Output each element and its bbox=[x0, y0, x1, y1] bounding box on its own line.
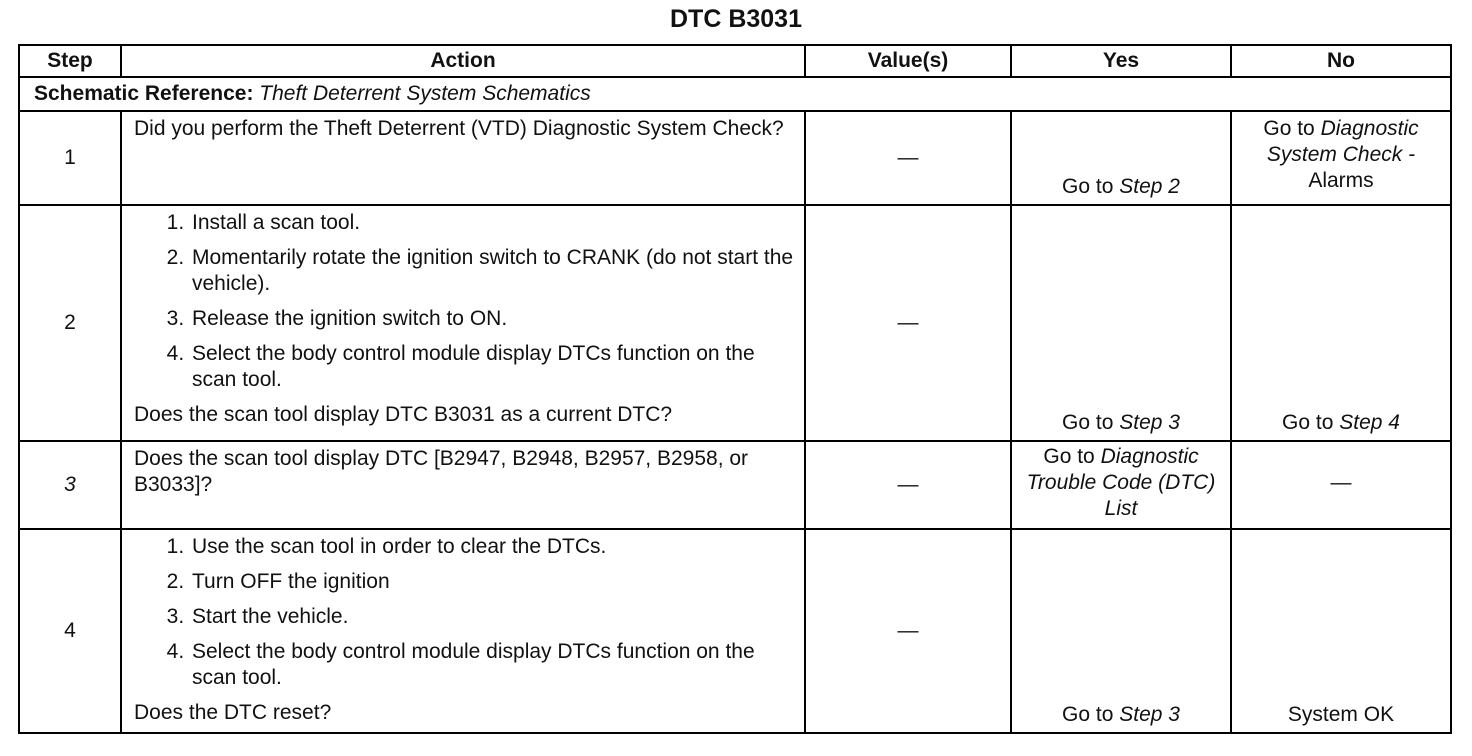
question-text: Does the scan tool display DTC [B2947, B… bbox=[134, 447, 749, 496]
action-list: Use the scan tool in order to clear the … bbox=[134, 534, 794, 691]
step-number: 4 bbox=[18, 528, 122, 734]
list-item: Start the vehicle. bbox=[190, 604, 794, 630]
header-action: Action bbox=[120, 44, 806, 78]
step-number: 1 bbox=[18, 110, 122, 206]
list-item: Turn OFF the ignition bbox=[190, 569, 794, 595]
action-cell: Does the scan tool display DTC [B2947, B… bbox=[120, 440, 806, 530]
no-cell: Go to Diagnostic System Check - Alarms bbox=[1230, 110, 1452, 206]
list-item: Select the body control module display D… bbox=[190, 341, 794, 393]
value-cell: — bbox=[804, 440, 1012, 530]
value-cell: — bbox=[804, 204, 1012, 442]
no-cell: System OK bbox=[1230, 528, 1452, 734]
step-number: 2 bbox=[18, 204, 122, 442]
no-cell: — bbox=[1230, 440, 1452, 530]
yes-link: Step 2 bbox=[1119, 175, 1180, 198]
yes-link: Diagnostic Trouble Code (DTC) List bbox=[1026, 445, 1216, 520]
dtc-table: Step Action Value(s) Yes No Schematic Re… bbox=[18, 44, 1452, 734]
schematic-reference: Schematic Reference: Theft Deterrent Sys… bbox=[18, 76, 1452, 112]
action-cell: Install a scan tool. Momentarily rotate … bbox=[120, 204, 806, 442]
yes-link: Step 3 bbox=[1119, 411, 1180, 434]
yes-link: Step 3 bbox=[1119, 703, 1180, 726]
yes-cell: Go to Step 3 bbox=[1010, 528, 1232, 734]
yes-prefix: Go to bbox=[1062, 703, 1114, 726]
table-row: 1 Did you perform the Theft Deterrent (V… bbox=[18, 110, 1452, 206]
step-number: 3 bbox=[18, 440, 122, 530]
page-title: DTC B3031 bbox=[670, 5, 802, 33]
header-no: No bbox=[1230, 44, 1452, 78]
yes-prefix: Go to bbox=[1062, 411, 1114, 434]
question-text: Does the scan tool display DTC B3031 as … bbox=[134, 403, 673, 426]
table-row: 3 Does the scan tool display DTC [B2947,… bbox=[18, 440, 1452, 530]
action-list: Install a scan tool. Momentarily rotate … bbox=[134, 210, 794, 393]
header-yes: Yes bbox=[1010, 44, 1232, 78]
action-cell: Did you perform the Theft Deterrent (VTD… bbox=[120, 110, 806, 206]
no-link: Diagnostic System Check - bbox=[1266, 117, 1419, 166]
action-cell: Use the scan tool in order to clear the … bbox=[120, 528, 806, 734]
yes-cell: Go to Step 3 bbox=[1010, 204, 1232, 442]
yes-cell: Go to Step 2 bbox=[1010, 110, 1232, 206]
no-link: Step 4 bbox=[1339, 411, 1400, 434]
list-item: Select the body control module display D… bbox=[190, 639, 794, 691]
no-suffix: Alarms bbox=[1308, 169, 1374, 192]
value-cell: — bbox=[804, 528, 1012, 734]
schematic-link: Theft Deterrent System Schematics bbox=[259, 82, 591, 105]
table-row: 4 Use the scan tool in order to clear th… bbox=[18, 528, 1452, 734]
header-step: Step bbox=[18, 44, 122, 78]
header-row: Step Action Value(s) Yes No bbox=[18, 44, 1452, 78]
yes-prefix: Go to bbox=[1062, 175, 1114, 198]
no-cell: Go to Step 4 bbox=[1230, 204, 1452, 442]
question-text: Does the DTC reset? bbox=[134, 701, 332, 724]
schematic-row: Schematic Reference: Theft Deterrent Sys… bbox=[18, 76, 1452, 112]
question-text: Did you perform the Theft Deterrent (VTD… bbox=[134, 117, 784, 140]
table-row: 2 Install a scan tool. Momentarily rotat… bbox=[18, 204, 1452, 442]
no-prefix: Go to bbox=[1263, 117, 1315, 140]
list-item: Use the scan tool in order to clear the … bbox=[190, 534, 794, 560]
no-prefix: Go to bbox=[1282, 411, 1334, 434]
yes-prefix: Go to bbox=[1043, 445, 1095, 468]
yes-cell: Go to Diagnostic Trouble Code (DTC) List bbox=[1010, 440, 1232, 530]
list-item: Momentarily rotate the ignition switch t… bbox=[190, 245, 794, 297]
list-item: Install a scan tool. bbox=[190, 210, 794, 236]
schematic-label: Schematic Reference: bbox=[34, 82, 254, 105]
value-cell: — bbox=[804, 110, 1012, 206]
header-values: Value(s) bbox=[804, 44, 1012, 78]
list-item: Release the ignition switch to ON. bbox=[190, 306, 794, 332]
